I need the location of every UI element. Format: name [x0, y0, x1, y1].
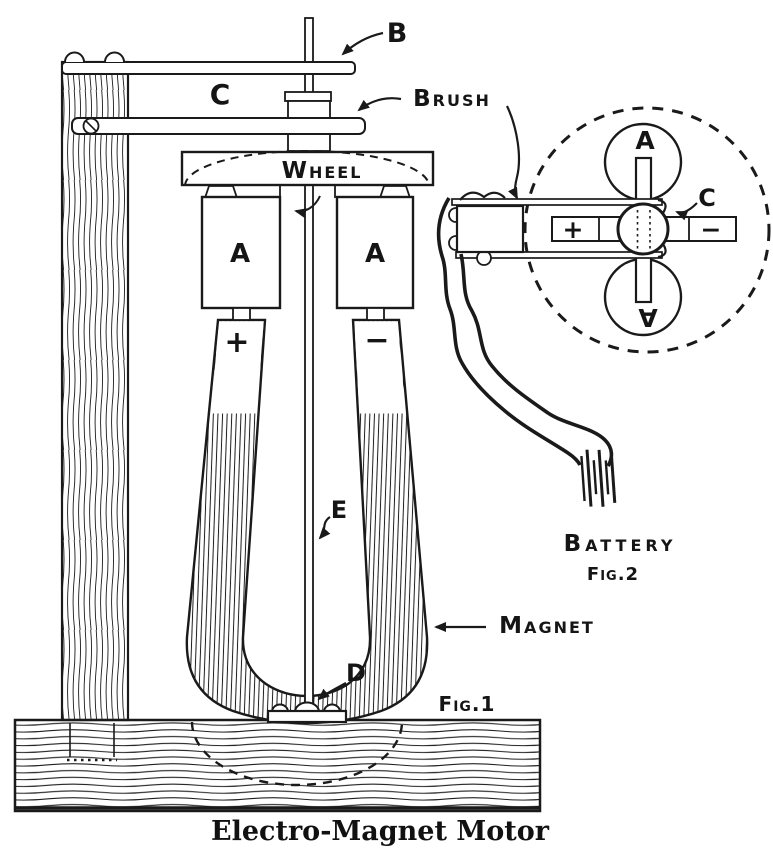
- wheel-edge-dashed-ellipse: [184, 150, 430, 187]
- wheel-disc: [180, 150, 435, 187]
- post-dowel-right: [104, 51, 125, 63]
- label-wheel: Wheel: [282, 158, 363, 184]
- leader-e: [318, 516, 331, 540]
- fig2-pole-bar-left: [551, 216, 621, 242]
- fig2-dashed-circle: [523, 106, 771, 354]
- battery-symbol: [580, 449, 617, 507]
- fig2-commutator: [616, 202, 670, 256]
- coil-left: [200, 195, 282, 321]
- magnet-pole-left: [210, 321, 264, 414]
- fig2-top-view: [451, 106, 771, 354]
- wood-post: [60, 60, 130, 722]
- bearing-block: [266, 701, 348, 724]
- fig2-label-c: C: [698, 184, 716, 212]
- fig1-caption: Fig.1: [439, 692, 496, 716]
- leader-b: [341, 31, 384, 56]
- label-c: C: [210, 78, 231, 111]
- fig2-caption: Fig.2: [587, 564, 639, 585]
- label-d: D: [346, 659, 366, 687]
- post-dowel-left: [64, 51, 85, 63]
- magnet-pole-right: [354, 321, 406, 414]
- rotation-path-dashed-arc: [190, 721, 404, 787]
- pivot-bar-b: [61, 51, 356, 75]
- fig2-label-plus: +: [563, 215, 584, 244]
- fig2-label-minus: −: [701, 215, 722, 244]
- field-magnet: [185, 318, 429, 725]
- fig2-label-coil-top-a: A: [635, 126, 655, 155]
- fig2-brush-strip-top: [451, 198, 663, 206]
- label-coil-right-a: A: [365, 239, 385, 269]
- fig2-label-battery: Battery: [564, 531, 677, 557]
- label-pole-plus: +: [224, 325, 249, 360]
- fig2-label-coil-bottom-a: A: [638, 303, 658, 332]
- page-caption: Electro-Magnet Motor: [211, 816, 550, 847]
- label-coil-left-a: A: [230, 239, 250, 269]
- label-b: B: [387, 18, 408, 49]
- label-magnet: Magnet: [499, 613, 595, 639]
- leader-brush-left: [357, 97, 402, 112]
- label-brush: Brush: [413, 86, 491, 112]
- leader-d: [317, 682, 347, 701]
- rotation-arrow: [294, 195, 321, 219]
- coil-right: [335, 195, 415, 321]
- wood-base: [13, 718, 542, 813]
- leader-c-fig2: [675, 202, 698, 221]
- label-e: E: [331, 496, 347, 524]
- binding-post-block: [448, 191, 525, 266]
- leader-brush-right: [506, 105, 521, 200]
- leader-arrows: [317, 31, 698, 701]
- brush-arm: [71, 117, 366, 135]
- fig2-pole-bar-right: [665, 216, 737, 242]
- label-pole-minus: −: [364, 323, 389, 358]
- connecting-wires: [436, 197, 614, 467]
